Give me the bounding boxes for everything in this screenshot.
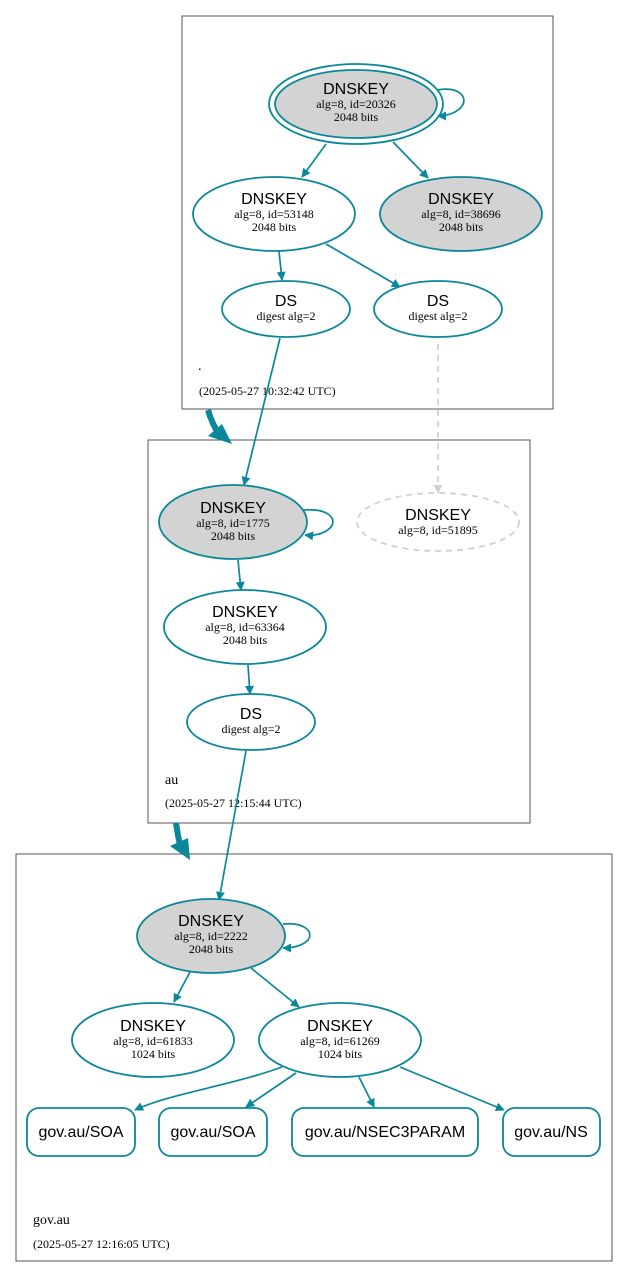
node-root-ds1-digest: digest alg=2	[256, 309, 315, 323]
rrset-ns-label: gov.au/NS	[514, 1124, 588, 1141]
delegation-arrow-au-gov	[170, 822, 190, 860]
node-gov-ksk-bits: 2048 bits	[189, 942, 234, 956]
node-au-missing-key[interactable]: DNSKEY alg=8, id=51895	[356, 492, 520, 552]
node-au-missing-detail: alg=8, id=51895	[398, 523, 478, 537]
node-gov-zsk2-detail: alg=8, id=61269	[300, 1034, 380, 1048]
node-root-ds1-title: DS	[275, 293, 297, 310]
edge-gov-zsk2-soa2	[245, 1072, 297, 1108]
edge-gov-zsk2-ns	[399, 1066, 505, 1112]
node-root-zsk2-detail: alg=8, id=38696	[421, 207, 501, 221]
edge-gov-zsk2-nsec3param	[358, 1076, 375, 1108]
edge-root-ksk-self	[436, 88, 465, 121]
node-gov-zsk1-title: DNSKEY	[120, 1018, 186, 1035]
node-root-ds2-title: DS	[427, 293, 449, 310]
node-gov-zsk1[interactable]: DNSKEY alg=8, id=61833 1024 bits	[71, 1002, 235, 1078]
rrset-soa-1-label: gov.au/SOA	[38, 1124, 123, 1141]
delegation-arrow-root-au	[205, 409, 232, 444]
node-au-ds[interactable]: DS digest alg=2	[186, 693, 316, 751]
zone-gov-au-box	[15, 853, 613, 1262]
edge-au-ksk-zsk	[235, 559, 245, 591]
node-au-ksk-title: DNSKEY	[200, 500, 266, 517]
node-root-zsk2-title: DNSKEY	[428, 191, 494, 208]
edge-root-zsk1-ds2	[325, 243, 401, 288]
node-au-ksk-detail: alg=8, id=1775	[196, 516, 270, 530]
node-au-ds-title: DS	[240, 706, 262, 723]
node-root-ksk[interactable]: DNSKEY alg=8, id=20326 2048 bits	[268, 63, 444, 145]
rrset-soa-2[interactable]: gov.au/SOA	[158, 1107, 268, 1157]
node-root-ds2[interactable]: DS digest alg=2	[373, 280, 503, 338]
node-root-zsk1-title: DNSKEY	[241, 191, 307, 208]
node-root-zsk1-detail: alg=8, id=53148	[234, 207, 314, 221]
edge-au-ksk-self	[302, 509, 334, 541]
node-au-zsk[interactable]: DNSKEY alg=8, id=63364 2048 bits	[163, 589, 327, 665]
node-gov-zsk2-title: DNSKEY	[307, 1018, 373, 1035]
node-root-ksk-detail: alg=8, id=20326	[316, 97, 396, 111]
edge-gov-ksk-zsk1	[173, 971, 191, 1003]
node-gov-ksk-title: DNSKEY	[178, 913, 244, 930]
zone-gov-au-timestamp: (2025-05-27 12:16:05 UTC)	[33, 1237, 170, 1251]
rrset-nsec3param-label: gov.au/NSEC3PARAM	[305, 1124, 465, 1141]
zone-gov-au-name: gov.au	[33, 1213, 70, 1228]
node-root-zsk1[interactable]: DNSKEY alg=8, id=53148 2048 bits	[192, 176, 356, 252]
edge-au-zsk-ds	[244, 664, 254, 695]
node-gov-zsk1-detail: alg=8, id=61833	[113, 1034, 193, 1048]
zone-au-box	[147, 439, 531, 824]
edge-root-ds1-au-ksk	[241, 337, 281, 486]
edge-au-ds-gov-ksk	[216, 750, 247, 901]
edge-root-ksk-zsk1	[301, 143, 327, 178]
node-au-zsk-detail: alg=8, id=63364	[205, 620, 285, 634]
node-root-ksk-bits: 2048 bits	[334, 110, 379, 124]
node-gov-zsk2[interactable]: DNSKEY alg=8, id=61269 1024 bits	[258, 1002, 422, 1078]
rrset-ns[interactable]: gov.au/NS	[502, 1107, 601, 1157]
node-root-zsk1-bits: 2048 bits	[252, 220, 297, 234]
node-gov-zsk2-bits: 1024 bits	[318, 1047, 363, 1061]
node-au-zsk-bits: 2048 bits	[223, 633, 268, 647]
node-au-missing-title: DNSKEY	[405, 507, 471, 524]
zone-root-box	[181, 15, 554, 410]
node-gov-zsk1-bits: 1024 bits	[131, 1047, 176, 1061]
zone-root-name: .	[198, 359, 202, 374]
node-gov-ksk-detail: alg=8, id=2222	[174, 929, 248, 943]
node-au-ksk-bits: 2048 bits	[211, 529, 256, 543]
edge-gov-ksk-zsk2	[250, 967, 300, 1008]
rrset-soa-2-label: gov.au/SOA	[170, 1124, 255, 1141]
node-au-zsk-title: DNSKEY	[212, 604, 278, 621]
rrset-nsec3param[interactable]: gov.au/NSEC3PARAM	[291, 1107, 479, 1157]
edge-root-ksk-zsk2	[392, 141, 429, 179]
zone-au-name: au	[165, 773, 178, 788]
node-root-ds2-digest: digest alg=2	[408, 309, 467, 323]
rrset-soa-1[interactable]: gov.au/SOA	[26, 1107, 136, 1157]
edge-root-zsk1-ds1	[276, 250, 286, 281]
node-gov-ksk[interactable]: DNSKEY alg=8, id=2222 2048 bits	[136, 898, 286, 974]
zone-au-timestamp: (2025-05-27 12:15:44 UTC)	[165, 796, 302, 810]
node-root-ksk-title: DNSKEY	[323, 81, 389, 98]
node-root-ds1[interactable]: DS digest alg=2	[221, 280, 351, 338]
node-au-ksk[interactable]: DNSKEY alg=8, id=1775 2048 bits	[158, 484, 308, 560]
node-root-zsk2[interactable]: DNSKEY alg=8, id=38696 2048 bits	[379, 176, 543, 252]
node-au-ds-digest: digest alg=2	[221, 722, 280, 736]
edge-gov-zsk2-soa1	[134, 1066, 283, 1111]
node-root-zsk2-bits: 2048 bits	[439, 220, 484, 234]
edge-gov-ksk-self	[282, 922, 311, 953]
